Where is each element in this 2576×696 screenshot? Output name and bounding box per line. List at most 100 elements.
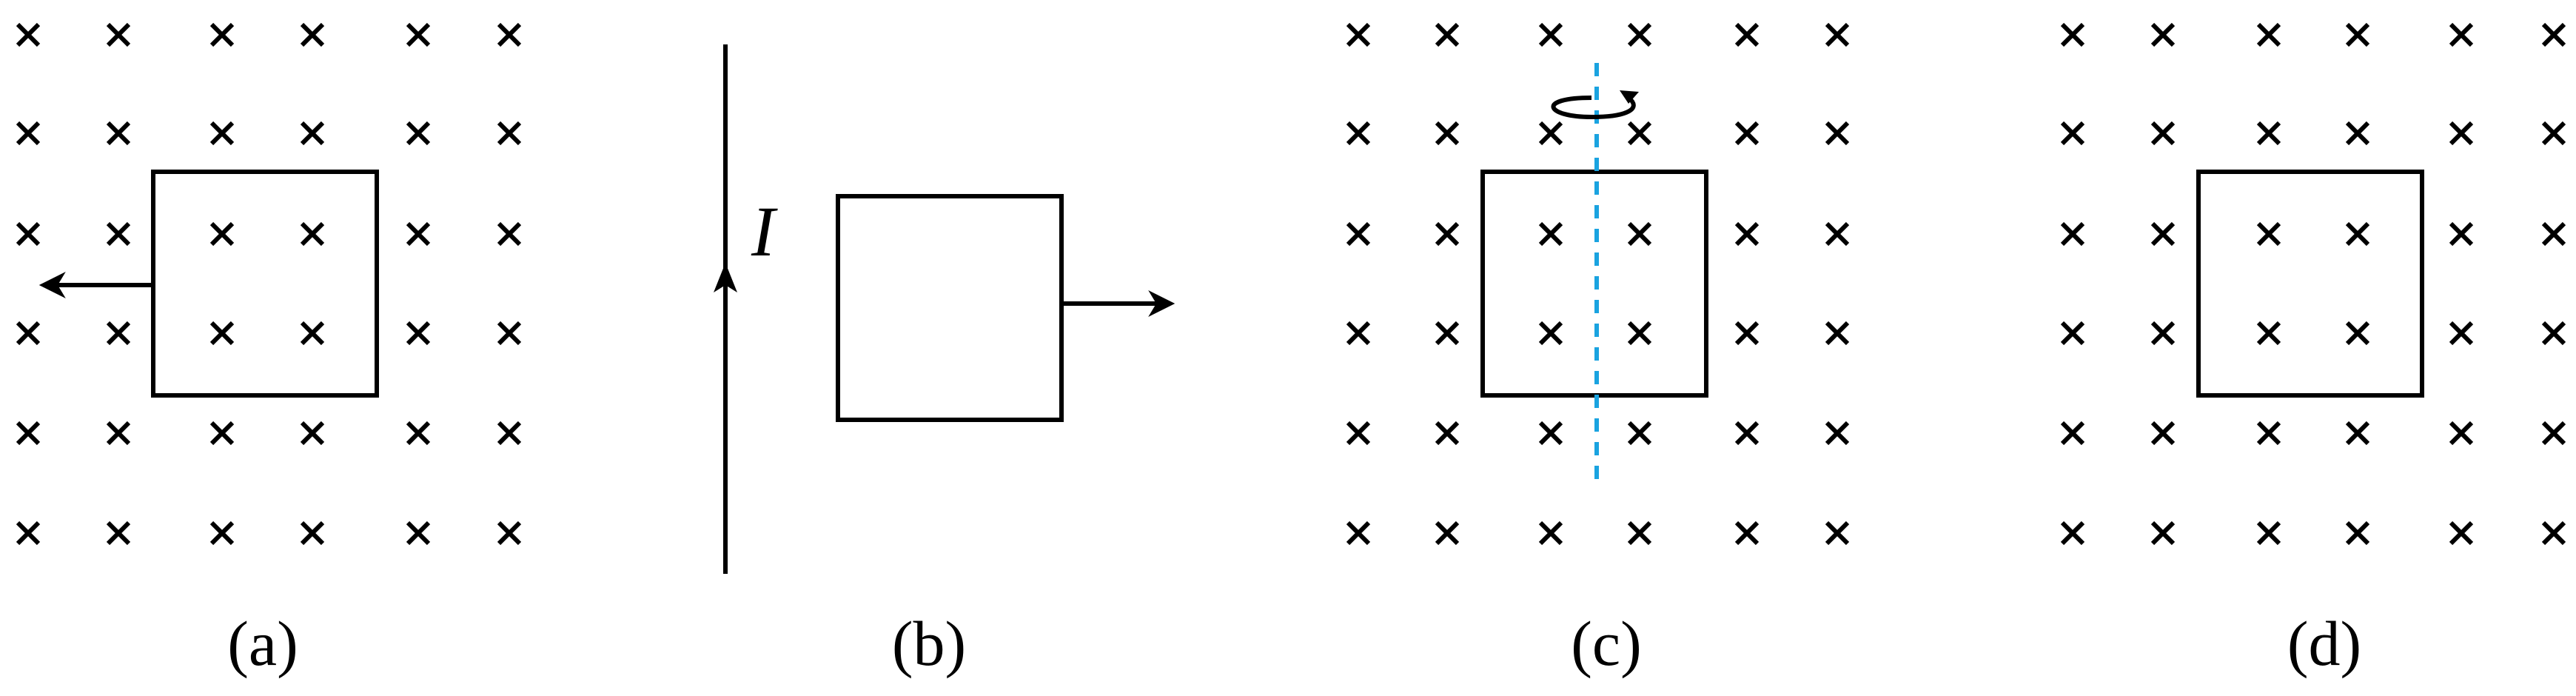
field-cross-icon <box>1734 221 1760 247</box>
field-cross-icon <box>2060 421 2085 446</box>
field-crosses-c <box>1346 22 1850 546</box>
field-cross-icon <box>2345 421 2370 446</box>
field-cross-icon <box>2541 22 2566 47</box>
field-cross-icon <box>209 421 235 446</box>
field-cross-icon <box>2256 321 2281 346</box>
field-cross-icon <box>2541 421 2566 446</box>
field-cross-icon <box>406 421 431 446</box>
field-cross-icon <box>497 421 522 446</box>
field-cross-icon <box>1346 121 1371 146</box>
field-cross-icon <box>2256 22 2281 47</box>
field-cross-icon <box>2060 221 2085 247</box>
caption-a: (a) <box>227 608 298 679</box>
field-cross-icon <box>2345 22 2370 47</box>
field-cross-icon <box>106 421 131 446</box>
current-direction-arrow <box>714 263 737 292</box>
rotation-arrowhead <box>1620 90 1639 104</box>
field-cross-icon <box>2449 421 2474 446</box>
field-cross-icon <box>1825 421 1850 446</box>
field-cross-icon <box>2150 121 2176 146</box>
field-cross-icon <box>1538 221 1563 247</box>
loop-a <box>151 170 379 398</box>
field-cross-icon <box>1538 521 1563 546</box>
field-cross-icon <box>1734 521 1760 546</box>
field-cross-icon <box>1825 121 1850 146</box>
caption-c: (c) <box>1571 608 1641 679</box>
field-cross-icon <box>2256 121 2281 146</box>
field-cross-icon <box>1627 22 1652 47</box>
field-cross-icon <box>2150 22 2176 47</box>
field-cross-icon <box>1538 121 1563 146</box>
field-cross-icon <box>16 321 41 346</box>
field-cross-icon <box>1825 22 1850 47</box>
loop-b <box>836 194 1064 422</box>
panel-a: (a) <box>16 22 522 679</box>
field-cross-icon <box>497 521 522 546</box>
field-cross-icon <box>2060 321 2085 346</box>
field-cross-icon <box>2345 221 2370 247</box>
field-cross-icon <box>209 121 235 146</box>
field-cross-icon <box>1435 521 1460 546</box>
field-cross-icon <box>300 221 325 247</box>
field-cross-icon <box>106 121 131 146</box>
field-cross-icon <box>497 22 522 47</box>
current-label: I <box>751 192 778 271</box>
field-cross-icon <box>1734 22 1760 47</box>
field-cross-icon <box>497 321 522 346</box>
field-cross-icon <box>300 121 325 146</box>
field-cross-icon <box>2541 521 2566 546</box>
field-cross-icon <box>1346 421 1371 446</box>
field-cross-icon <box>1627 321 1652 346</box>
field-cross-icon <box>209 321 235 346</box>
field-cross-icon <box>1538 321 1563 346</box>
field-cross-icon <box>2541 121 2566 146</box>
panel-d: (d) <box>2060 22 2566 679</box>
field-cross-icon <box>1435 321 1460 346</box>
field-cross-icon <box>406 121 431 146</box>
field-cross-icon <box>406 221 431 247</box>
field-cross-icon <box>2150 321 2176 346</box>
field-cross-icon <box>2060 521 2085 546</box>
field-cross-icon <box>209 221 235 247</box>
field-cross-icon <box>2150 221 2176 247</box>
field-cross-icon <box>1627 121 1652 146</box>
field-cross-icon <box>1627 221 1652 247</box>
field-cross-icon <box>300 521 325 546</box>
field-cross-icon <box>16 121 41 146</box>
field-cross-icon <box>16 22 41 47</box>
field-cross-icon <box>2345 121 2370 146</box>
field-cross-icon <box>2060 22 2085 47</box>
field-cross-icon <box>1734 321 1760 346</box>
field-cross-icon <box>2345 321 2370 346</box>
field-cross-icon <box>2541 221 2566 247</box>
field-cross-icon <box>406 521 431 546</box>
field-crosses-d <box>2060 22 2566 546</box>
field-cross-icon <box>2541 321 2566 346</box>
field-cross-icon <box>2150 521 2176 546</box>
field-cross-icon <box>1538 22 1563 47</box>
field-cross-icon <box>16 221 41 247</box>
field-cross-icon <box>1734 121 1760 146</box>
field-cross-icon <box>1346 521 1371 546</box>
panel-c: (c) <box>1346 22 1850 679</box>
field-cross-icon <box>1825 521 1850 546</box>
field-cross-icon <box>106 22 131 47</box>
field-cross-icon <box>2449 22 2474 47</box>
field-cross-icon <box>1435 421 1460 446</box>
loop-d <box>2196 170 2424 398</box>
field-cross-icon <box>300 421 325 446</box>
field-cross-icon <box>1435 121 1460 146</box>
field-cross-icon <box>106 221 131 247</box>
caption-d: (d) <box>2287 608 2361 679</box>
field-cross-icon <box>2449 121 2474 146</box>
field-cross-icon <box>209 521 235 546</box>
field-cross-icon <box>2256 221 2281 247</box>
field-cross-icon <box>406 321 431 346</box>
field-cross-icon <box>1825 221 1850 247</box>
field-cross-icon <box>300 22 325 47</box>
field-crosses-a <box>16 22 522 546</box>
field-cross-icon <box>1346 221 1371 247</box>
field-cross-icon <box>106 521 131 546</box>
field-cross-icon <box>497 221 522 247</box>
